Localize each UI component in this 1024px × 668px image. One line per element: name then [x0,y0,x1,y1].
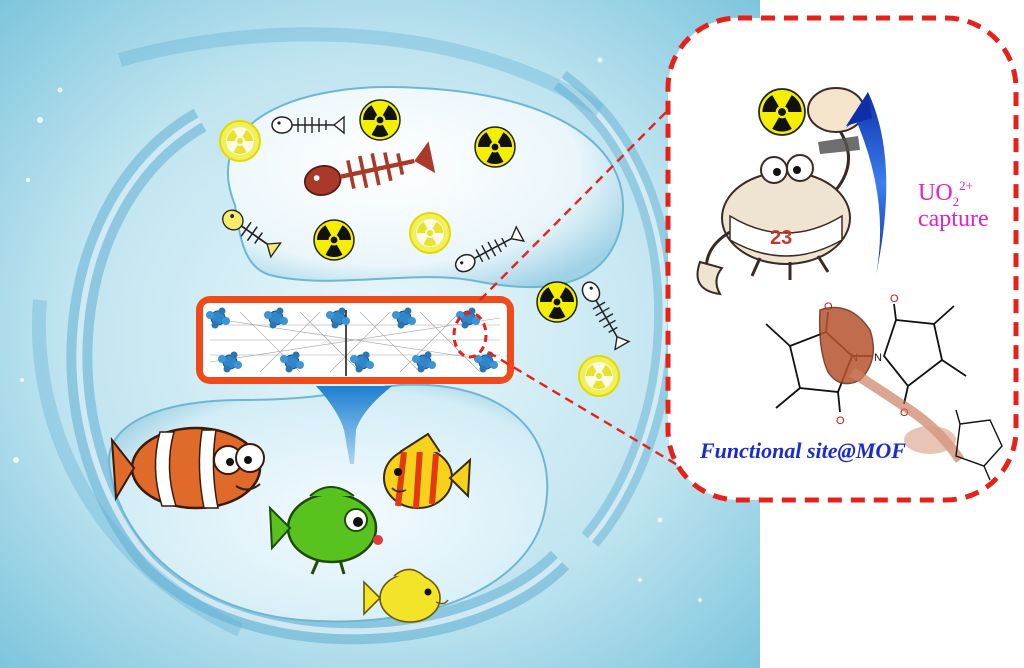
water-droplets [13,57,702,602]
mof-framework-panel [196,296,514,384]
capture-label: capture [918,206,989,232]
nitrogen-atom: N [874,352,882,364]
striped-fish-icon [383,432,472,509]
oxygen-atom: O [890,293,899,305]
highlight-ring [452,311,488,359]
fish-bone-icon [303,141,436,196]
svg-text:23: 23 [770,227,792,249]
radiation-icon [578,355,620,397]
yellow-fish-icon [363,568,449,623]
curved-capture-arrow-icon [846,92,887,275]
zoom-callout-box [665,15,1019,503]
lobster-claw-icon [818,306,965,463]
callout-line [479,89,689,301]
oxygen-atom: O [836,415,845,427]
green-fish-icon [268,486,383,575]
callout-line [487,350,707,484]
fish-bone-icon [222,209,282,259]
functional-site-label: Functional site@MOF [699,438,906,463]
oxygen-atom: O [824,301,833,313]
downward-funnel-arrow-icon [316,386,392,464]
oxygen-atom: O [900,407,909,419]
radiation-icon [219,120,261,162]
uranyl-label: UO22+ [918,178,973,209]
radiation-icon [409,212,451,254]
clownfish-icon [110,426,265,510]
chemical-structure-small [955,409,1003,481]
water-swirl [32,27,677,645]
